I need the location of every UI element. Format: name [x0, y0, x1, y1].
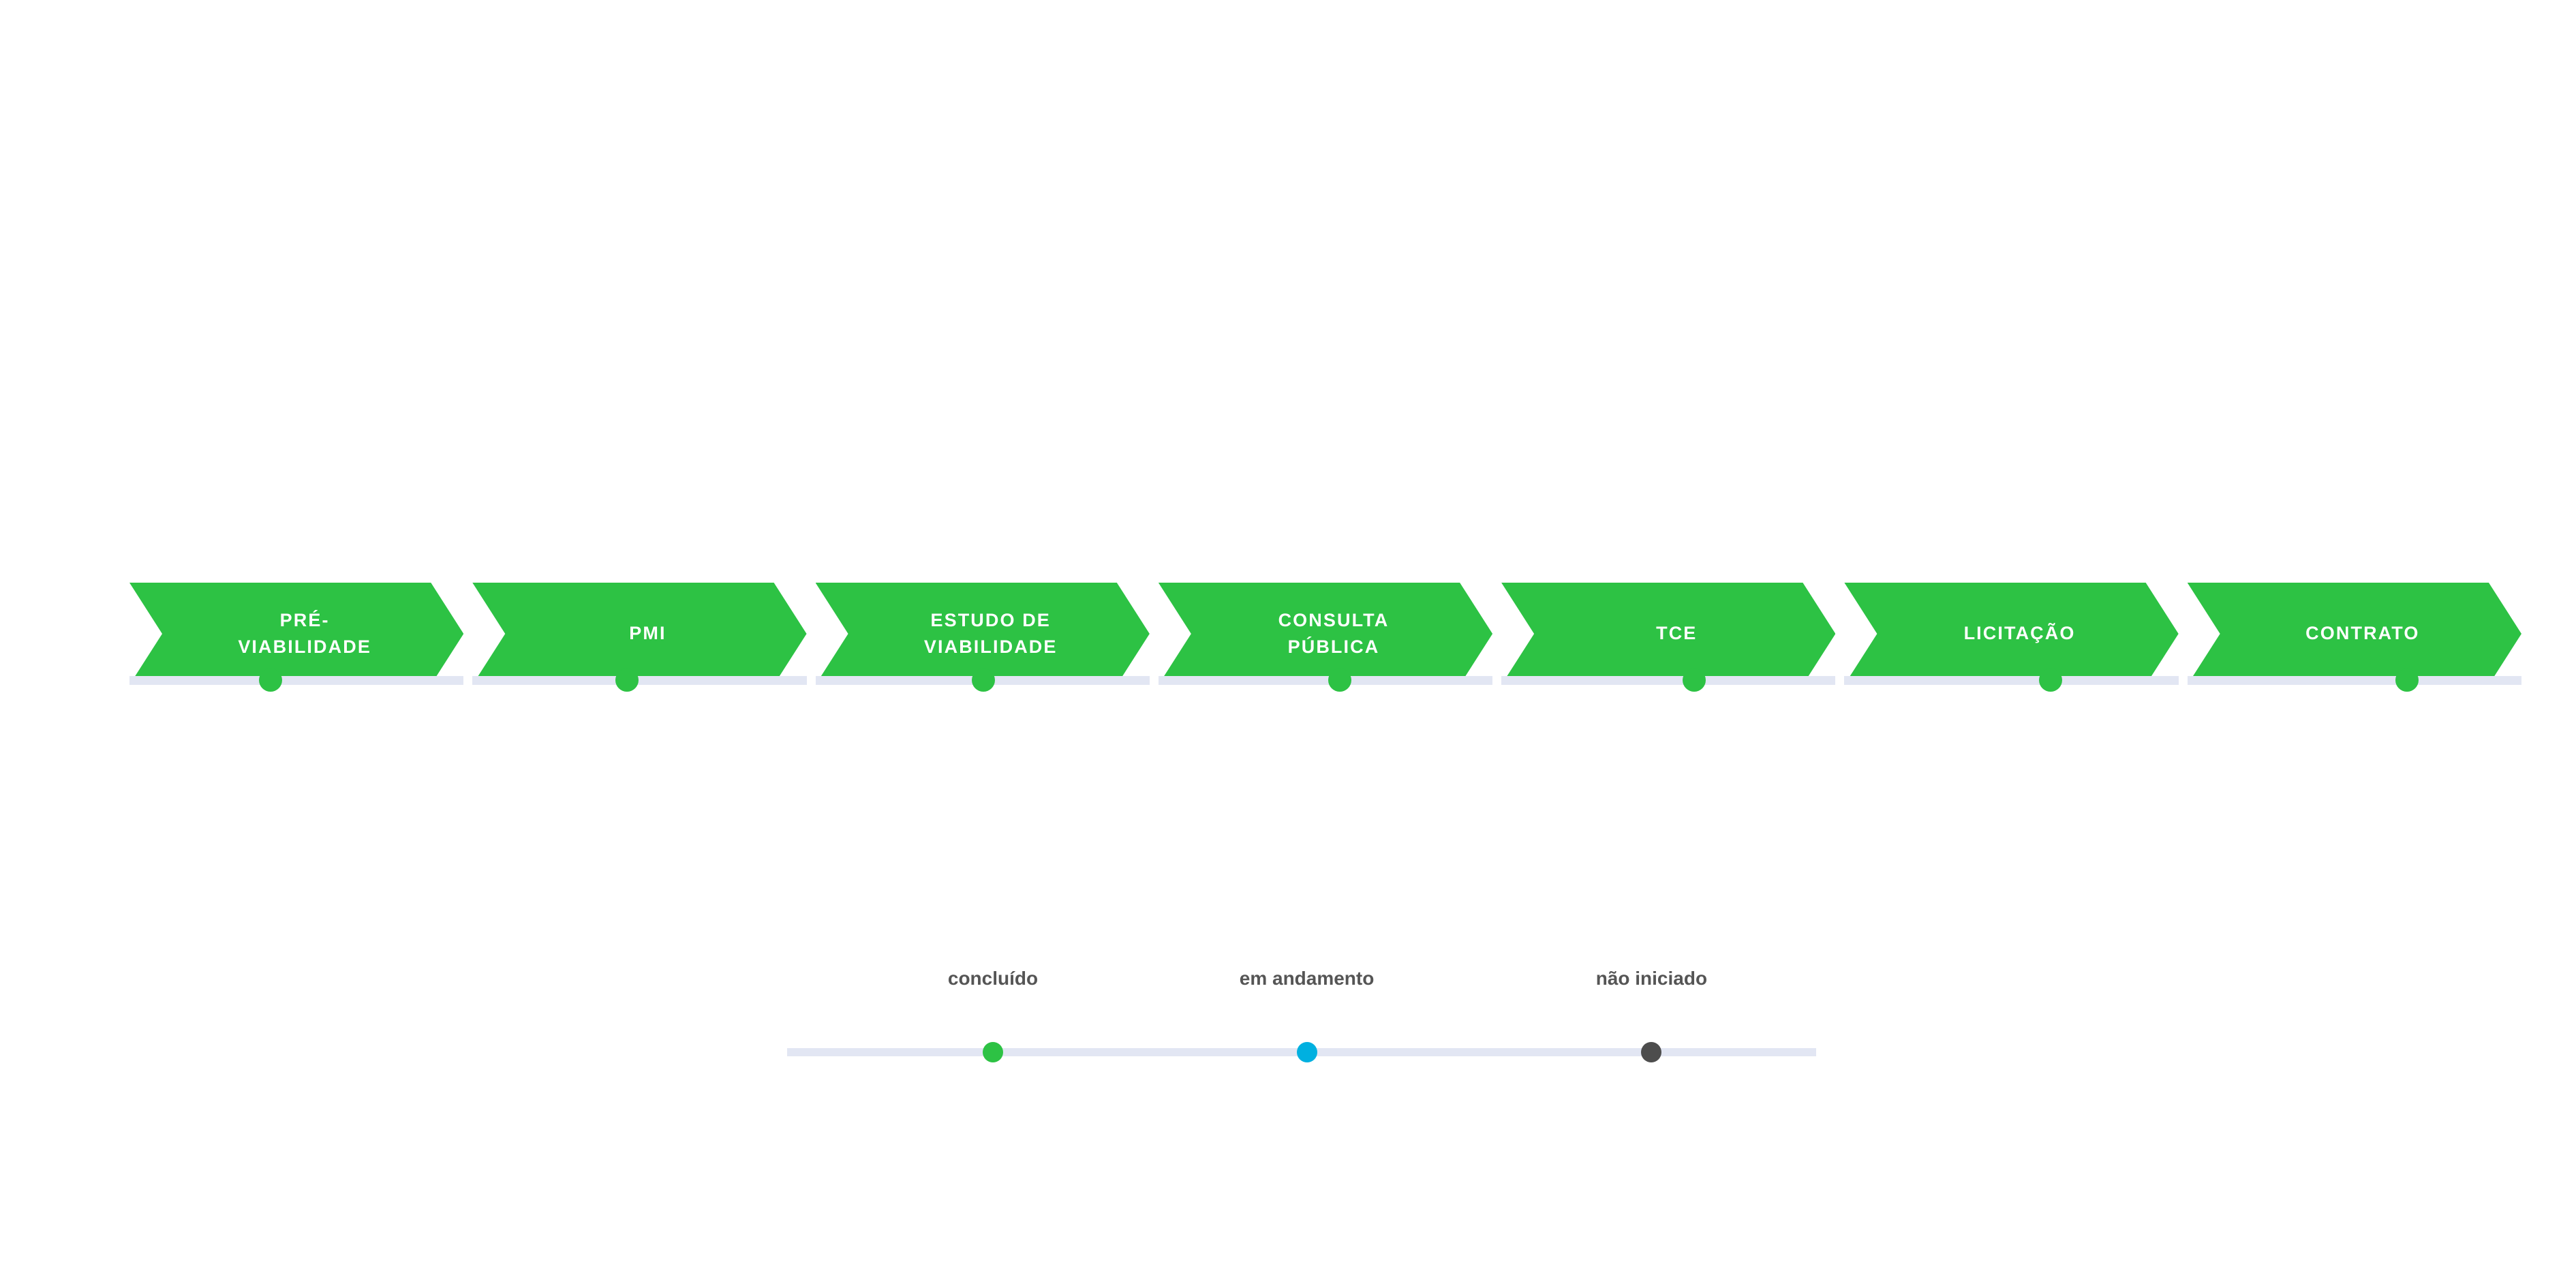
- legend-rail: [787, 1041, 1816, 1064]
- process-step-licitacao[interactable]: LICITAÇÃO: [1844, 583, 2178, 685]
- process-timeline: PRÉ- VIABILIDADE PMI ESTUDO DE VIABILIDADE…: [129, 583, 2521, 692]
- legend-rail-segment: [787, 1048, 1298, 1056]
- status-legend: concluído em andamento não iniciado: [787, 968, 1816, 1084]
- legend-label-nao-iniciado: não iniciado: [1595, 968, 1708, 989]
- process-rail: [129, 669, 2521, 692]
- legend-label-em-andamento: em andamento: [1239, 968, 1375, 989]
- legend-rail-dots: [787, 1041, 1816, 1064]
- process-step-dot-consulta-publica[interactable]: [1328, 669, 1352, 692]
- legend-dot-em-andamento[interactable]: [1296, 1042, 1317, 1062]
- legend-label-concluido: concluído: [947, 968, 1039, 989]
- process-step-label: TCE: [1656, 623, 1698, 644]
- rail-segment: [1158, 675, 1493, 685]
- process-step-label: ESTUDO DE VIABILIDADE: [923, 609, 1058, 657]
- process-step-label: PRÉ- VIABILIDADE: [238, 609, 371, 657]
- process-step-estudo-viabilidade[interactable]: ESTUDO DE VIABILIDADE: [816, 583, 1150, 685]
- process-rail-segments: [129, 669, 2521, 692]
- rail-segment: [129, 675, 464, 685]
- process-step-tce[interactable]: TCE: [1501, 583, 1835, 685]
- process-step-dot-pre-viabilidade[interactable]: [259, 669, 283, 692]
- legend-labels: concluído em andamento não iniciado: [787, 968, 1816, 1015]
- process-step-dot-tce[interactable]: [1682, 669, 1706, 692]
- process-step-dot-contrato[interactable]: [2395, 669, 2419, 692]
- process-step-label: CONSULTA PÚBLICA: [1278, 609, 1390, 657]
- legend-rail-segments: [787, 1041, 1816, 1064]
- process-step-dot-pmi[interactable]: [615, 669, 639, 692]
- process-step-dot-estudo-viabilidade[interactable]: [972, 669, 996, 692]
- process-step-dot-licitacao[interactable]: [2038, 669, 2062, 692]
- rail-segment: [1844, 675, 2179, 685]
- rail-segment: [1501, 675, 1836, 685]
- process-step-contrato[interactable]: CONTRATO: [2188, 583, 2521, 685]
- process-step-label: CONTRATO: [2305, 623, 2420, 644]
- rail-segment: [2187, 675, 2521, 685]
- legend-rail-segment: [1306, 1048, 1816, 1056]
- process-step-pmi[interactable]: PMI: [472, 583, 806, 685]
- rail-segment: [472, 675, 807, 685]
- process-step-label: LICITAÇÃO: [1963, 623, 2076, 644]
- process-step-pre-viabilidade[interactable]: PRÉ- VIABILIDADE: [129, 583, 463, 685]
- legend-dot-nao-iniciado[interactable]: [1641, 1042, 1662, 1062]
- process-step-consulta-publica[interactable]: CONSULTA PÚBLICA: [1159, 583, 1492, 685]
- chevron-track: PRÉ- VIABILIDADE PMI ESTUDO DE VIABILIDADE…: [129, 583, 2521, 685]
- process-rail-dots: [129, 669, 2521, 692]
- process-step-label: PMI: [629, 623, 666, 644]
- legend-dot-concluido[interactable]: [983, 1042, 1003, 1062]
